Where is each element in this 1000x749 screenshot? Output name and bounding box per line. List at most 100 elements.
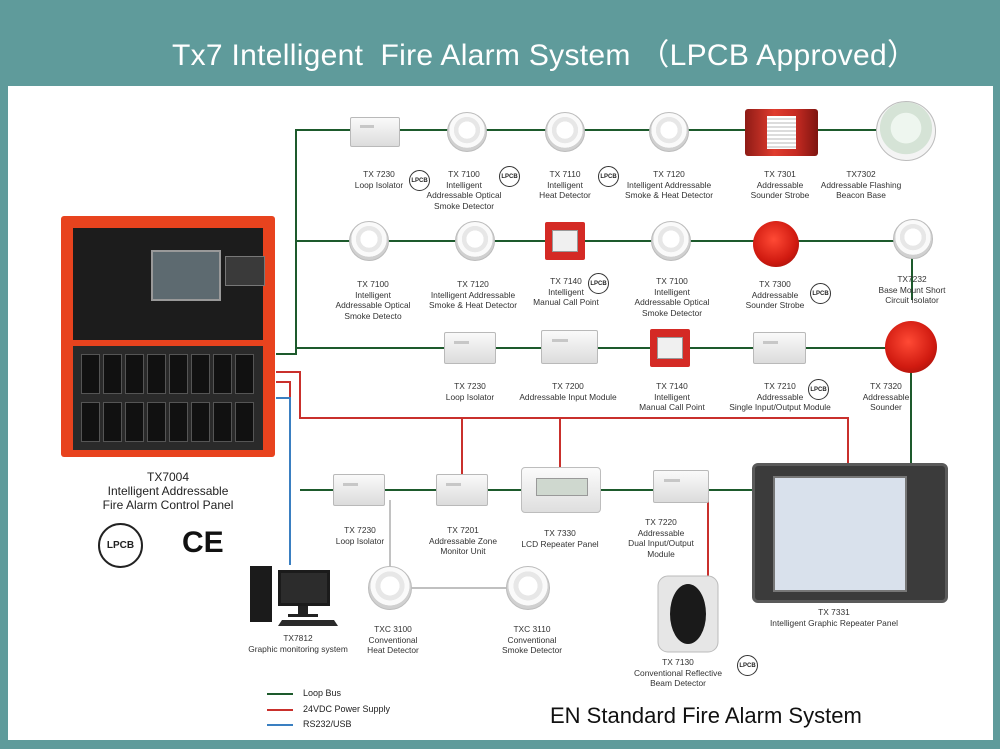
addressable-sounder-strobe xyxy=(753,221,799,267)
zone-slot xyxy=(103,402,122,442)
lcd-repeater-panel xyxy=(521,467,601,513)
lpcb-badge: LPCB xyxy=(810,283,831,304)
zone-monitor-unit xyxy=(436,474,488,506)
zone-slot xyxy=(213,402,232,442)
lpcb-badge: LPCB xyxy=(737,655,758,676)
zone-slot xyxy=(169,402,188,442)
conventional-heat-detector xyxy=(368,566,412,610)
legend-swatch-loop-bus xyxy=(267,693,293,695)
panel-type-line2: Fire Alarm Control Panel xyxy=(102,498,234,512)
repeater-lcd xyxy=(536,478,588,496)
zone-slot xyxy=(147,354,166,394)
graphic-repeater-map xyxy=(773,476,907,592)
sounder-strobe xyxy=(745,109,818,156)
zone-slot xyxy=(125,354,144,394)
zone-slot xyxy=(103,354,122,394)
legend-label: Loop Bus xyxy=(303,688,342,698)
optical-smoke-detector xyxy=(349,221,389,261)
smoke-heat-detector xyxy=(649,112,689,152)
legend-label: 24VDC Power Supply xyxy=(303,704,391,714)
panel-front-upper xyxy=(73,228,265,340)
legend-swatch-rs232 xyxy=(267,724,293,726)
legend-label: RS232/USB xyxy=(303,719,352,729)
graphic-monitoring-pc xyxy=(250,566,338,626)
control-panel-label: TX7004 Intelligent Addressable Fire Alar… xyxy=(103,470,234,512)
zone-slot xyxy=(213,354,232,394)
panel-printer xyxy=(225,256,265,286)
lpcb-badge: LPCB xyxy=(588,273,609,294)
optical-smoke-detector xyxy=(651,221,691,261)
zone-slot xyxy=(235,354,254,394)
heat-detector xyxy=(545,112,585,152)
flashing-beacon-base xyxy=(876,101,936,161)
smoke-heat-detector xyxy=(455,221,495,261)
manual-call-point xyxy=(650,329,690,367)
lpcb-badge: LPCB xyxy=(409,170,430,191)
manual-call-point xyxy=(545,222,585,260)
zone-slot xyxy=(125,402,144,442)
footer-caption: EN Standard Fire Alarm System xyxy=(550,703,862,728)
loop-isolator-device xyxy=(350,117,400,147)
panel-type-line1: Intelligent Addressable xyxy=(107,484,229,498)
optical-smoke-detector xyxy=(447,112,487,152)
zone-slot xyxy=(235,402,254,442)
zone-slot xyxy=(147,402,166,442)
panel-model: TX7004 xyxy=(146,470,190,484)
lpcb-badge: LPCB xyxy=(499,166,520,187)
page-title: Tx7 Intelligent Fire Alarm System （LPCB … xyxy=(172,39,918,72)
conventional-smoke-detector xyxy=(506,566,550,610)
zone-slot xyxy=(191,402,210,442)
input-module xyxy=(541,330,598,364)
panel-lcd-screen xyxy=(151,250,221,301)
control-panel-tx7004 xyxy=(61,216,275,457)
zone-slot xyxy=(191,354,210,394)
panel-front-lower xyxy=(73,346,263,450)
lpcb-badge: LPCB xyxy=(808,379,829,400)
dual-io-module xyxy=(653,470,709,503)
zone-slot xyxy=(81,402,100,442)
lpcb-badge: LPCB xyxy=(598,166,619,187)
addressable-sounder xyxy=(885,321,937,373)
power-line-lower xyxy=(276,381,291,520)
loop-isolator-device xyxy=(444,332,496,364)
rs232-line xyxy=(276,397,291,565)
legend-swatch-power xyxy=(267,709,293,711)
loop-isolator-device xyxy=(333,474,385,506)
ce-mark: CE xyxy=(182,526,224,559)
power-line-main xyxy=(276,371,849,463)
lpcb-certification-seal: LPCB xyxy=(98,523,143,568)
reflective-beam-detector xyxy=(657,575,719,653)
graphic-repeater-panel xyxy=(752,463,948,603)
zone-slot xyxy=(81,354,100,394)
base-mount-isolator xyxy=(893,219,933,259)
zone-slot xyxy=(169,354,188,394)
single-io-module xyxy=(753,332,806,364)
